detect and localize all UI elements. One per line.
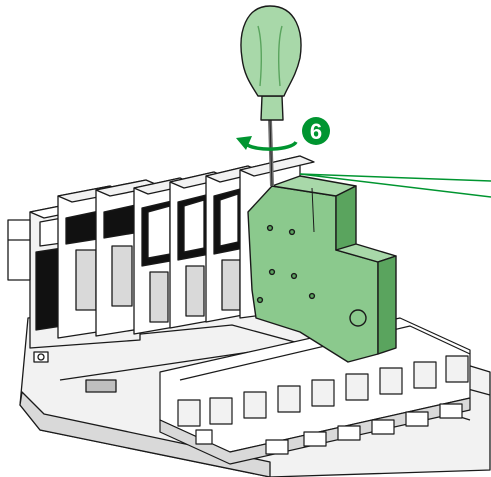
connector-teeth: [177, 355, 469, 427]
terminal-modules: [57, 155, 315, 339]
screwdriver-icon: [240, 5, 302, 187]
terminal-module-5: [205, 165, 263, 323]
step-badge: 6: [302, 117, 330, 145]
step-badge-number: 6: [310, 119, 322, 144]
leader-lines: [299, 173, 491, 198]
connector-feet: [195, 403, 463, 455]
front-connector-row: [159, 317, 471, 465]
rotation-arrow-icon: [236, 136, 298, 151]
terminal-module-4: [169, 171, 229, 329]
terminal-module-3: [133, 177, 195, 335]
circuit-breaker-component: [247, 175, 397, 363]
